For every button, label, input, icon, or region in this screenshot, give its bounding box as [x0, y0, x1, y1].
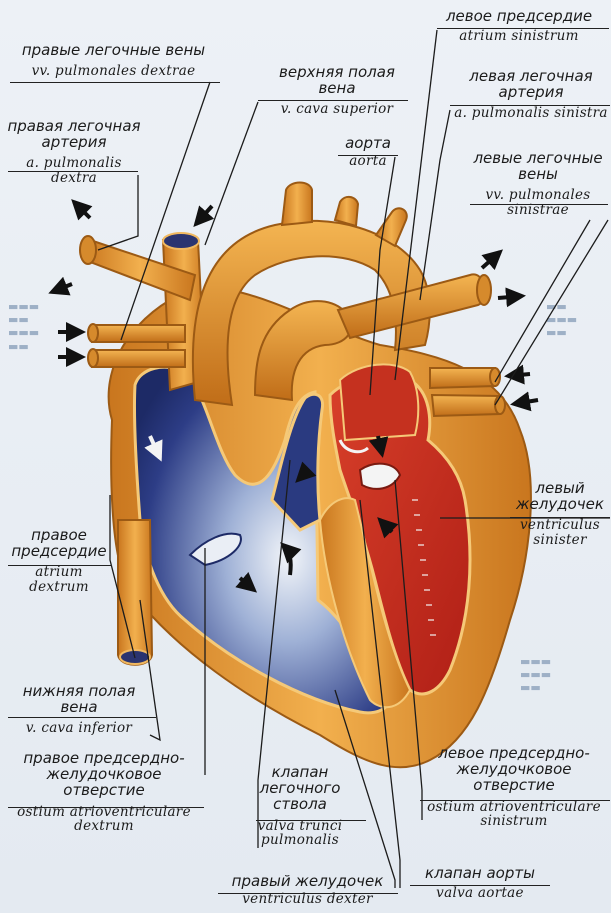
arrow	[514, 400, 538, 404]
rule	[410, 885, 550, 886]
label-aorta-ru: аорта	[338, 135, 398, 151]
label-aortic-valve-la: valva aortae	[410, 886, 550, 901]
rule	[8, 171, 138, 172]
arrow	[74, 202, 90, 218]
label-right-av-orifice-la: ostium atrioventriculare dextrum	[4, 805, 204, 834]
label-inferior-vena-cava: нижняя полая вена v. cava inferior	[4, 683, 154, 736]
rule	[510, 517, 610, 518]
arrow	[482, 252, 500, 268]
rule	[8, 807, 204, 808]
label-aortic-valve: клапан аорты valva aortae	[410, 865, 550, 901]
rule	[8, 717, 156, 718]
left-pulmonary-vein-lower	[432, 395, 500, 416]
label-left-ventricle-ru: левый желудочек	[510, 480, 610, 512]
rule	[338, 155, 398, 156]
rule	[470, 204, 608, 205]
label-left-ventricle-la: ventriculus sinister	[510, 518, 610, 547]
label-right-av-orifice-ru: правое предсердно-желудочковое отверстие	[4, 750, 204, 799]
arrow	[196, 206, 212, 224]
rule	[258, 100, 408, 101]
label-inferior-vena-cava-ru: нижняя полая вена	[4, 683, 154, 715]
label-pulmonary-valve: клапан легочного ствола valva trunci pul…	[250, 764, 350, 848]
label-left-ventricle: левый желудочек ventriculus sinister	[510, 480, 610, 548]
label-left-atrium: левое предсердие atrium sinistrum	[430, 8, 608, 44]
label-left-av-orifice-ru: левое предсердно-желудочковое отверстие	[418, 745, 610, 794]
label-left-pulmonary-artery: левая легочная артерия a. pulmonalis sin…	[452, 68, 610, 121]
rule	[10, 82, 220, 83]
label-left-pulmonary-veins-la: vv. pulmonales sinistrae	[468, 188, 608, 217]
label-left-av-orifice-la: ostium atrioventriculare sinistrum	[418, 800, 610, 829]
inferior-vena-cava	[118, 520, 152, 665]
label-pulmonary-valve-ru: клапан легочного ствола	[250, 764, 350, 813]
label-aorta-la: aorta	[338, 154, 398, 169]
rule	[218, 893, 398, 894]
label-right-pulmonary-veins: правые легочные вены vv. pulmonales dext…	[6, 42, 221, 79]
label-right-atrium: правое предсердие atrium dextrum	[4, 527, 114, 595]
rule	[8, 565, 112, 566]
label-left-atrium-ru: левое предсердие	[430, 8, 608, 24]
label-left-pulmonary-artery-la: a. pulmonalis sinistra	[452, 106, 610, 121]
label-right-pulmonary-artery: правая легочная артерия a. pulmonalis de…	[4, 118, 144, 186]
arrow	[508, 374, 530, 376]
label-aorta: аорта aorta	[338, 135, 398, 169]
right-pulmonary-vein-lower	[92, 350, 185, 367]
label-right-pulmonary-veins-la: vv. pulmonales dextrae	[6, 64, 221, 79]
label-superior-vena-cava-la: v. cava superior	[262, 102, 412, 117]
rule	[256, 820, 366, 821]
label-superior-vena-cava: верхняя полая вена v. cava superior	[262, 64, 412, 117]
label-inferior-vena-cava-la: v. cava inferior	[4, 721, 154, 736]
arrow	[52, 284, 72, 292]
brachiocephalic-trunk	[282, 183, 312, 226]
rule	[420, 800, 610, 801]
label-left-pulmonary-artery-ru: левая легочная артерия	[452, 68, 610, 100]
label-left-pulmonary-veins-ru: левые легочные вены	[468, 150, 608, 182]
label-right-ventricle: правый желудочек ventriculus dexter	[215, 873, 400, 907]
label-left-pulmonary-veins: левые легочные вены vv. pulmonales sinis…	[468, 150, 608, 218]
label-aortic-valve-ru: клапан аорты	[410, 865, 550, 881]
label-right-atrium-ru: правое предсердие	[4, 527, 114, 559]
label-pulmonary-valve-la: valva trunci pulmonalis	[250, 819, 350, 848]
label-left-atrium-la: atrium sinistrum	[430, 29, 608, 44]
label-left-av-orifice: левое предсердно-желудочковое отверстие …	[418, 745, 610, 829]
left-pulmonary-vein-upper	[430, 368, 495, 388]
label-right-pulmonary-veins-ru: правые легочные вены	[6, 42, 221, 58]
left-common-carotid	[335, 197, 358, 226]
arrow	[498, 296, 522, 298]
label-right-atrium-la: atrium dextrum	[4, 565, 114, 594]
rule	[450, 105, 610, 106]
right-pulmonary-vein-upper	[92, 325, 185, 342]
label-right-av-orifice: правое предсердно-желудочковое отверстие…	[4, 750, 204, 834]
label-right-ventricle-la: ventriculus dexter	[215, 892, 400, 907]
left-atrium-cavity	[340, 364, 418, 440]
rule	[437, 28, 609, 29]
label-right-pulmonary-artery-ru: правая легочная артерия	[4, 118, 144, 150]
label-right-ventricle-ru: правый желудочек	[215, 873, 400, 889]
label-superior-vena-cava-ru: верхняя полая вена	[262, 64, 412, 96]
superior-vena-cava-opening	[163, 233, 199, 249]
